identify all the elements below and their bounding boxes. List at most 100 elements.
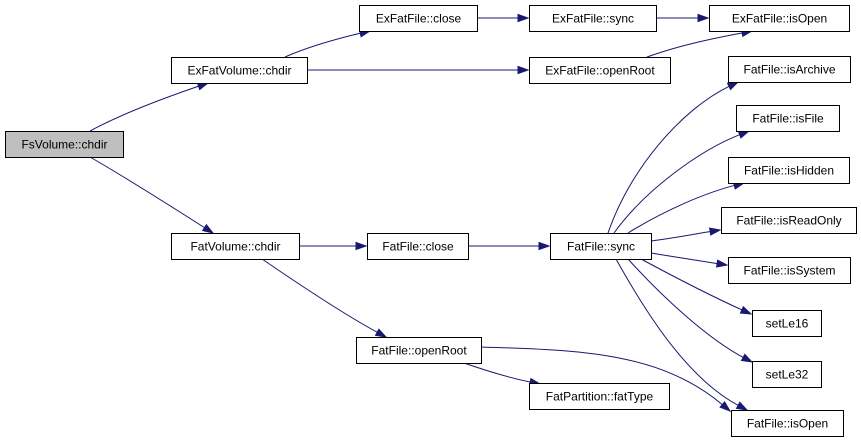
node-box (728, 56, 851, 83)
node-exfatvolume-chdir[interactable]: ExFatVolume::chdir (171, 57, 308, 84)
node-label: setLe16 (766, 317, 809, 331)
node-box (550, 233, 652, 260)
node-fatfile-ishidden[interactable]: FatFile::isHidden (728, 157, 850, 184)
arrow-head-icon (708, 227, 722, 236)
node-label: FatFile::isReadOnly (736, 214, 841, 228)
node-setle16[interactable]: setLe16 (752, 310, 822, 337)
node-exfatfile-sync[interactable]: ExFatFile::sync (529, 5, 657, 32)
node-box (529, 5, 657, 32)
edge-fatfile-openroot-to-fatpartition-fattype (463, 362, 542, 387)
node-box (728, 257, 851, 284)
edge-fatvolume-chdir-to-fatfile-openroot (261, 258, 388, 338)
edge-fatfile-sync-to-setle16 (640, 258, 753, 315)
edge-exfatvolume-chdir-to-exfatfile-openroot (307, 65, 530, 75)
node-label: FatVolume::chdir (190, 240, 280, 254)
node-box (367, 233, 469, 260)
node-label: FatFile::isFile (752, 112, 824, 126)
node-box (709, 5, 850, 32)
node-exfatfile-isopen[interactable]: ExFatFile::isOpen (709, 5, 850, 32)
arrow-head-icon (201, 223, 215, 234)
node-label: FatFile::close (382, 240, 454, 254)
node-label: ExFatFile::isOpen (732, 12, 827, 26)
edge-line (627, 258, 745, 359)
edge-line (615, 258, 740, 407)
node-fsvolume-chdir[interactable]: FsVolume::chdir (5, 131, 124, 158)
node-fatfile-issystem[interactable]: FatFile::isSystem (728, 257, 851, 284)
arrow-head-icon (374, 328, 388, 338)
edge-fatfile-sync-to-fatfile-isreadonly (650, 227, 722, 242)
node-label: FatFile::openRoot (371, 344, 467, 358)
node-fatfile-close[interactable]: FatFile::close (367, 233, 469, 260)
node-label: ExFatFile::openRoot (545, 64, 655, 78)
node-fatpartition-fattype[interactable]: FatPartition::fatType (529, 383, 670, 410)
arrow-head-icon (735, 401, 749, 411)
node-fatfile-isopen[interactable]: FatFile::isOpen (731, 410, 844, 437)
node-label: setLe32 (766, 368, 809, 382)
node-fatfile-openroot[interactable]: FatFile::openRoot (356, 337, 482, 364)
arrow-head-icon (716, 259, 729, 268)
node-label: FatFile::sync (567, 240, 635, 254)
node-box (5, 131, 124, 158)
node-label: FsVolume::chdir (21, 138, 107, 152)
node-box (731, 410, 844, 437)
node-box (529, 57, 671, 84)
edge-line (646, 32, 744, 58)
edge-exfatfile-sync-to-exfatfile-isopen (656, 13, 710, 23)
node-setle32[interactable]: setLe32 (752, 361, 822, 388)
edge-exfatfile-openroot-to-exfatfile-isopen (646, 28, 754, 58)
edge-fatfile-sync-to-setle32 (627, 258, 754, 363)
node-fatvolume-chdir[interactable]: FatVolume::chdir (171, 233, 300, 260)
edge-fatfile-close-to-fatfile-sync (467, 241, 551, 251)
node-box (356, 337, 482, 364)
node-label: ExFatVolume::chdir (187, 64, 291, 78)
nodes-layer: FsVolume::chdir ExFatVolume::chdirFatVolu… (5, 5, 857, 437)
node-label: FatFile::isHidden (744, 164, 834, 178)
arrow-head-icon (726, 81, 740, 91)
node-label: ExFatFile::sync (552, 12, 634, 26)
edge-line (607, 85, 731, 234)
node-box (736, 105, 840, 132)
edge-line (89, 85, 200, 132)
arrow-head-icon (355, 241, 368, 251)
edge-line (650, 252, 719, 265)
node-box (728, 157, 850, 184)
node-fatfile-sync[interactable]: FatFile::sync (550, 233, 652, 260)
node-box (721, 207, 857, 234)
edge-line (613, 133, 741, 234)
edge-fsvolume-chdir-to-exfatvolume-chdir (89, 82, 210, 132)
node-box (529, 383, 670, 410)
edge-line (463, 362, 532, 383)
node-box (171, 233, 300, 260)
edge-exfatvolume-chdir-to-exfatfile-close (284, 29, 372, 58)
edge-line (480, 346, 724, 406)
node-label: FatFile::isOpen (747, 417, 828, 431)
node-fatfile-isfile[interactable]: FatFile::isFile (736, 105, 840, 132)
node-box (171, 57, 308, 84)
edge-line (261, 258, 379, 334)
node-exfatfile-close[interactable]: ExFatFile::close (359, 5, 478, 32)
edge-fatfile-sync-to-fatfile-isfile (613, 130, 751, 234)
edge-line (89, 156, 206, 229)
edge-line (284, 32, 362, 58)
node-label: ExFatFile::close (376, 12, 462, 26)
node-box (752, 361, 822, 388)
arrow-head-icon (740, 353, 754, 363)
node-fatfile-isarchive[interactable]: FatFile::isArchive (728, 56, 851, 83)
edge-fatfile-openroot-to-fatfile-isopen (480, 346, 732, 412)
node-fatfile-isreadonly[interactable]: FatFile::isReadOnly (721, 207, 857, 234)
arrow-head-icon (697, 13, 710, 23)
edge-fatvolume-chdir-to-fatfile-close (298, 241, 368, 251)
arrow-head-icon (538, 241, 551, 251)
edge-fatfile-sync-to-fatfile-issystem (650, 252, 729, 268)
edge-fatfile-sync-to-fatfile-isarchive (607, 81, 740, 234)
node-exfatfile-openroot[interactable]: ExFatFile::openRoot (529, 57, 671, 84)
arrow-head-icon (719, 401, 732, 412)
node-box (752, 310, 822, 337)
edge-line (627, 184, 736, 234)
arrow-head-icon (737, 130, 751, 139)
edge-fsvolume-chdir-to-fatvolume-chdir (89, 156, 215, 234)
arrow-head-icon (517, 13, 530, 23)
edge-line (650, 230, 712, 242)
node-label: FatPartition::fatType (546, 390, 654, 404)
